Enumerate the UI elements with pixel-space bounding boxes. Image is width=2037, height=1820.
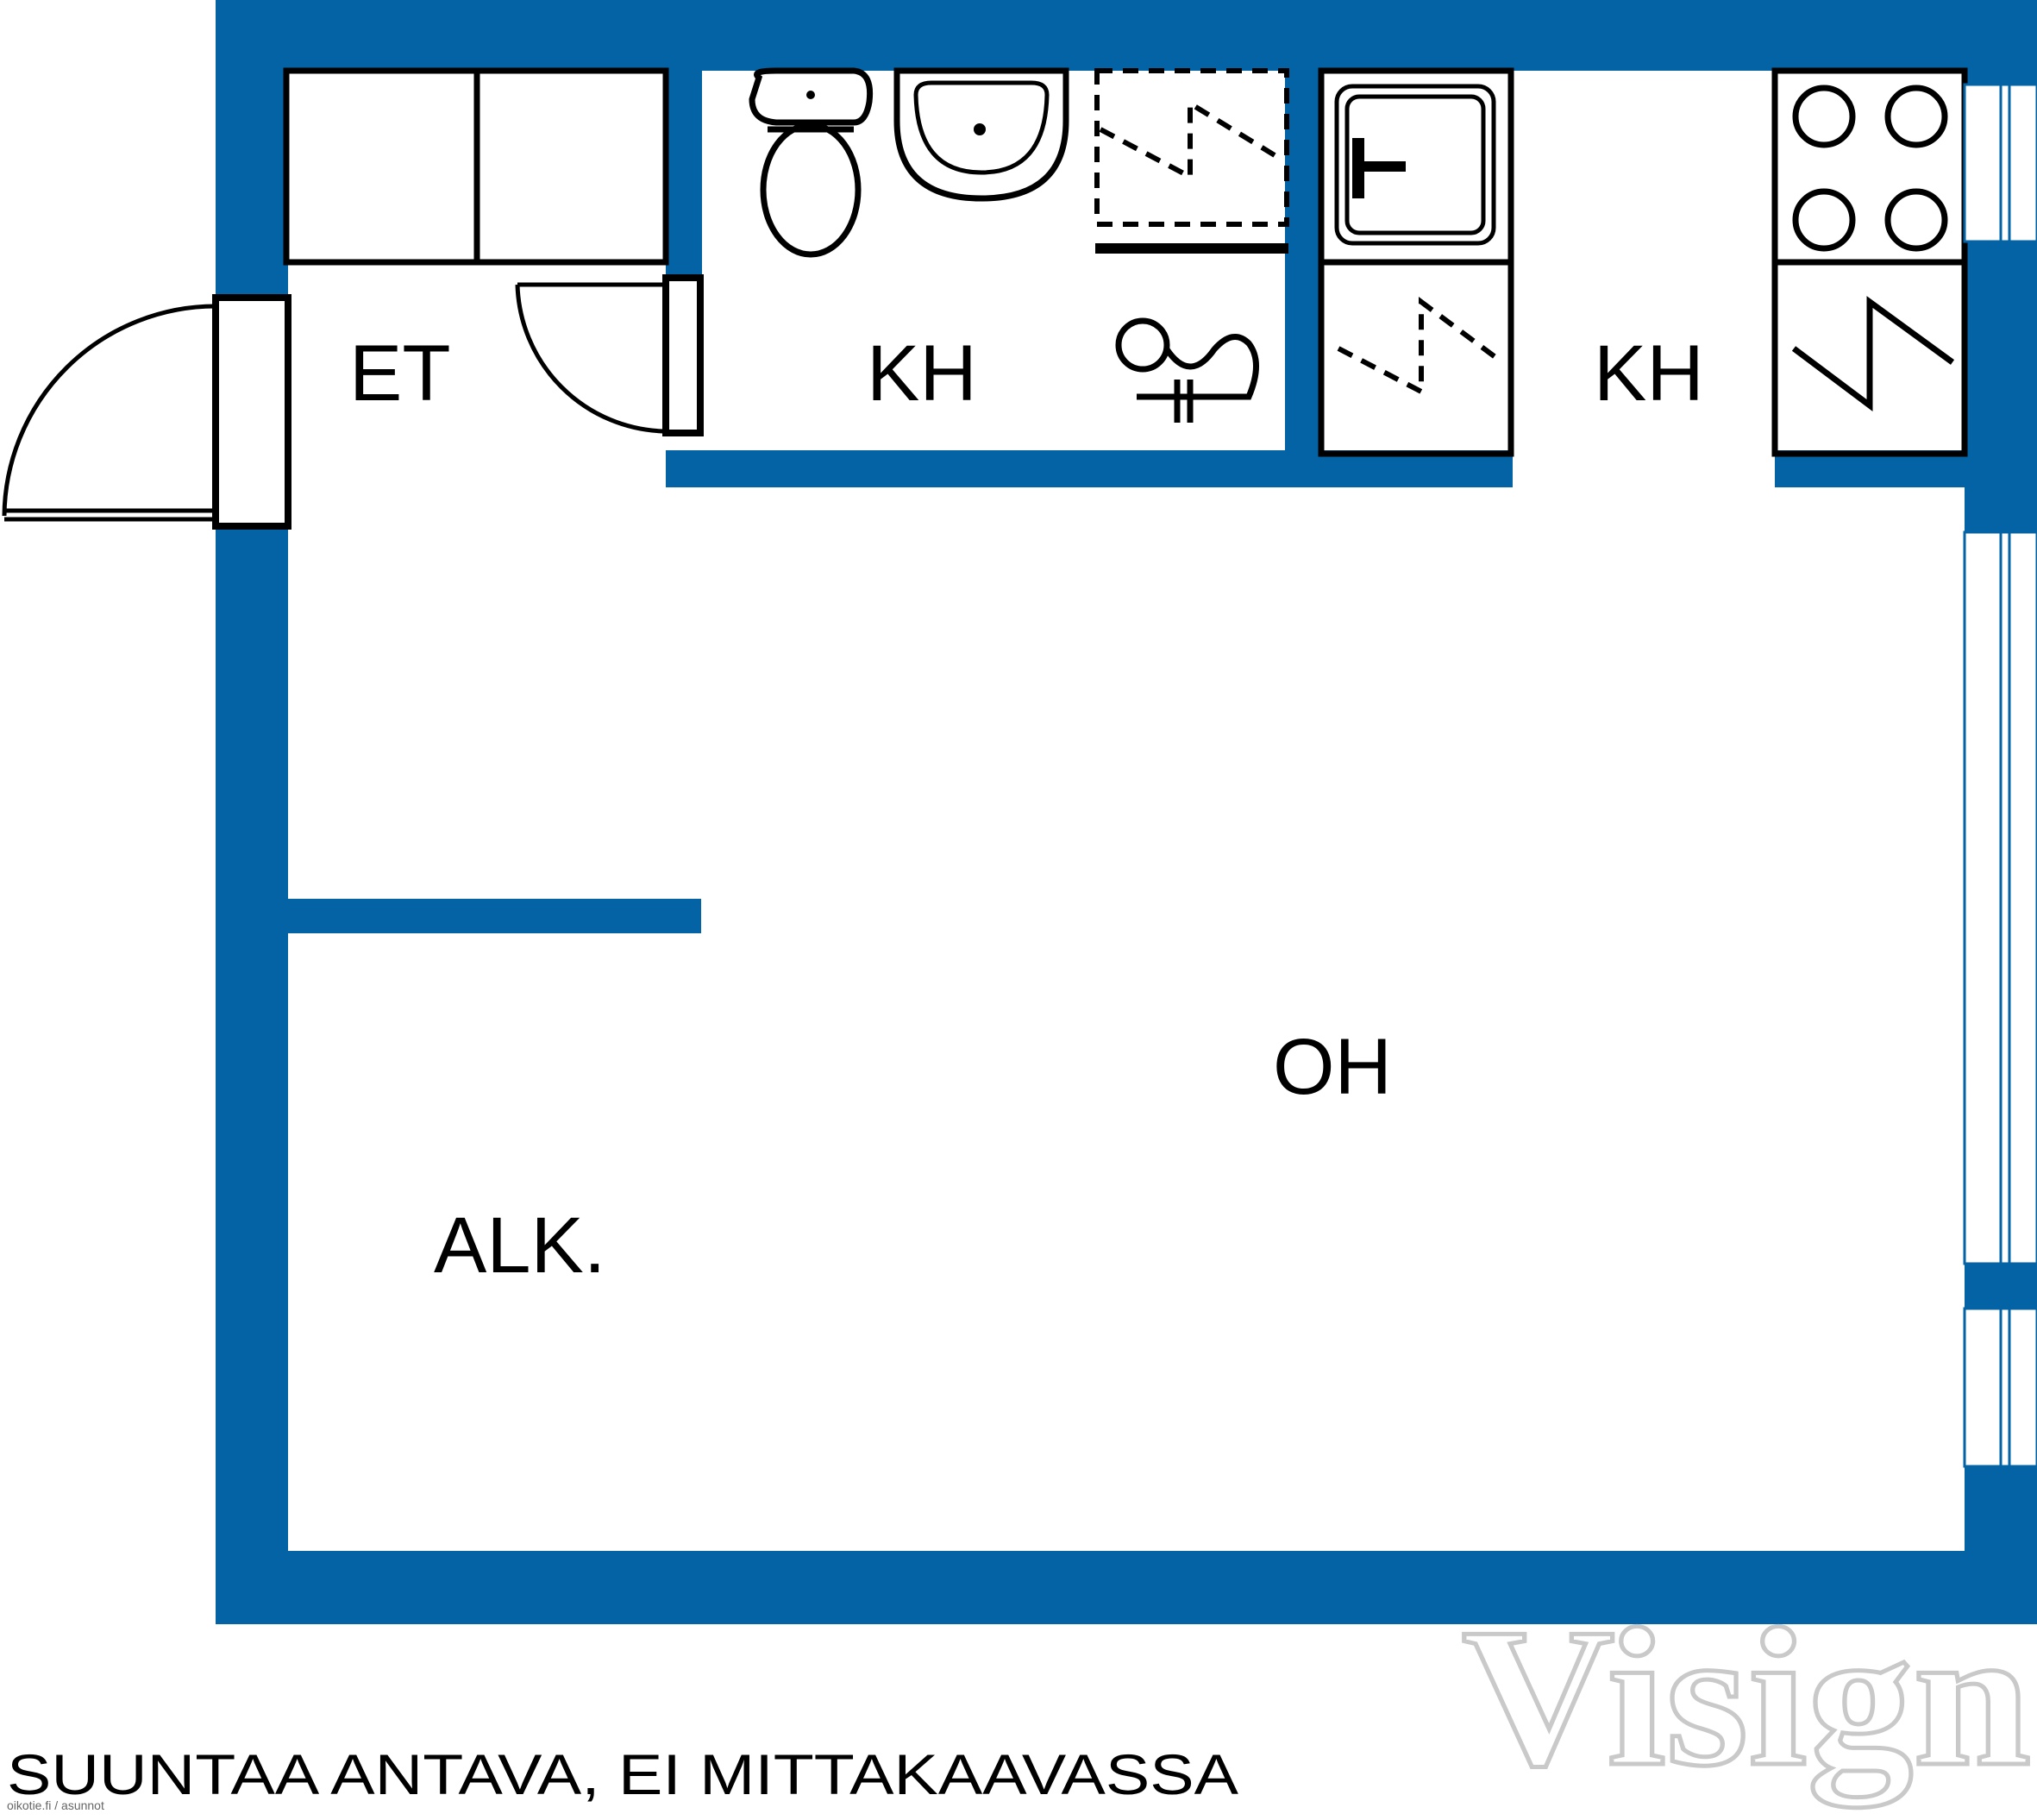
wall-right-mid bbox=[1965, 1264, 2037, 1309]
wall-bottom bbox=[216, 1551, 2037, 1624]
room-label-entry: ET bbox=[349, 329, 451, 417]
dishwasher-icon bbox=[1318, 259, 1514, 457]
wall-left-lower bbox=[216, 526, 288, 1624]
bathroom-wall-east bbox=[1285, 69, 1321, 457]
washbasin-icon bbox=[893, 67, 1069, 202]
alcove-partition bbox=[285, 899, 701, 933]
room-label-kitchen: KH bbox=[1594, 329, 1704, 417]
wall-top bbox=[216, 0, 2037, 71]
door-icon bbox=[2, 294, 291, 530]
wall-left-upper bbox=[216, 0, 288, 298]
washing-machine-icon bbox=[1115, 317, 1259, 423]
walls bbox=[216, 0, 2037, 1624]
scale-disclaimer: SUUNTAA ANTAVA, EI MITTAKAAVASSA bbox=[7, 1742, 1238, 1806]
bathroom-door bbox=[515, 274, 704, 436]
source-credit: oikotie.fi / asunnot bbox=[7, 1798, 104, 1812]
visign-logo: Visign bbox=[1462, 1587, 2031, 1808]
bathroom-wall-west bbox=[666, 69, 702, 283]
room-label-living-room: OH bbox=[1273, 1023, 1392, 1111]
room-label-alcove: ALK. bbox=[434, 1202, 605, 1290]
toilet-icon bbox=[749, 67, 874, 258]
shower-icon bbox=[1094, 68, 1289, 254]
room-label-bathroom: KH bbox=[867, 329, 977, 417]
sink-icon bbox=[1318, 67, 1514, 266]
closet-icon bbox=[283, 67, 669, 266]
window-icon bbox=[1963, 83, 2037, 1468]
stove-icon bbox=[1771, 67, 1968, 266]
oven-icon bbox=[1771, 259, 1968, 457]
wall-right-lower bbox=[1965, 1466, 2037, 1624]
